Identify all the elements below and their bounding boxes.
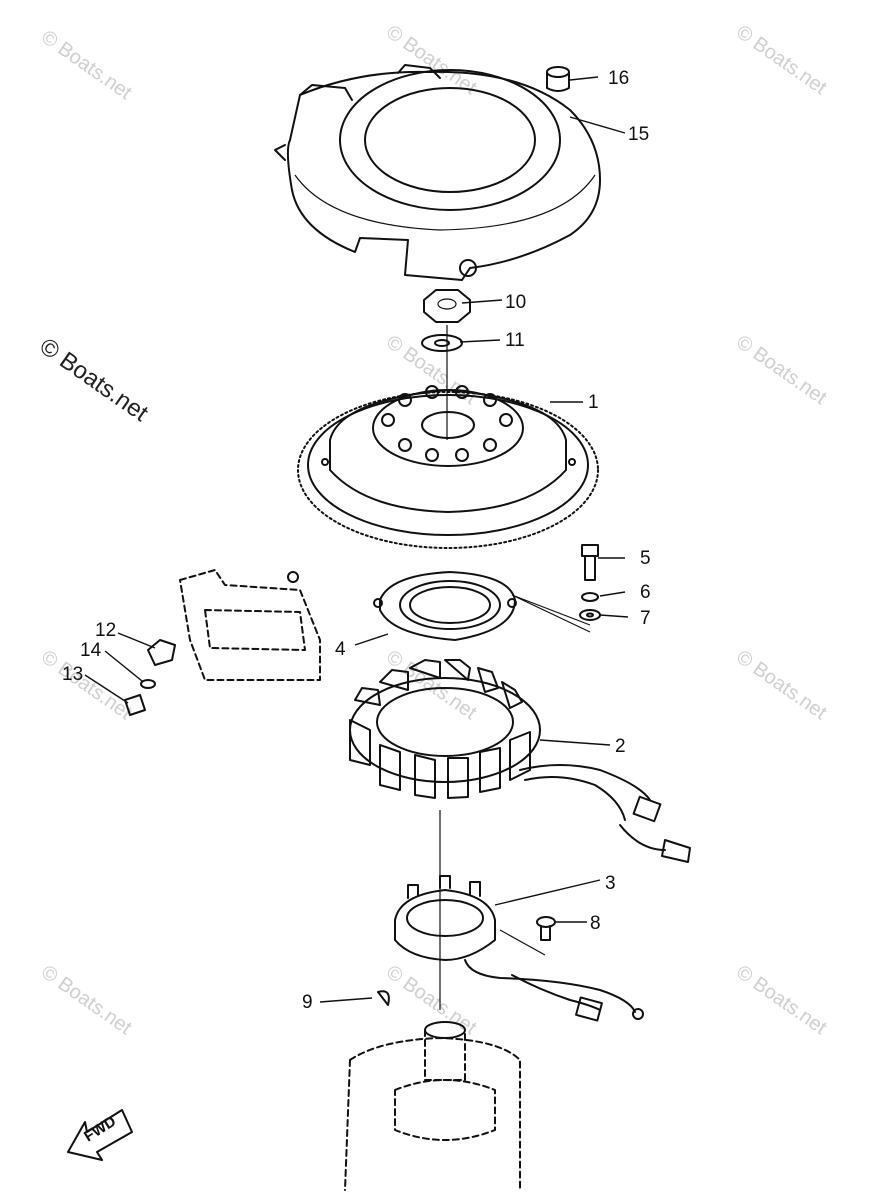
callout-8: 8 [590,913,601,934]
callout-12: 12 [95,620,116,641]
watermark: © Boats.net [37,26,136,104]
lock-washer-drawing [581,592,599,602]
callout-15: 15 [628,124,649,145]
callout-13: 13 [62,664,83,685]
fwd-arrow-icon: FWD [67,1109,133,1161]
callout-labels: 16 15 10 11 1 5 6 7 4 2 3 8 9 12 14 13 [62,68,651,1013]
screw-drawing [536,916,556,941]
flywheel-nut-drawing [423,289,471,323]
callout-6: 6 [640,582,651,603]
leader-lines [84,76,629,1003]
watermark: © Boats.net [382,21,481,99]
flywheel-drawing [297,385,599,549]
callout-2: 2 [615,736,626,757]
watermark: © Boats.net [732,961,831,1039]
washer-small-drawing [579,609,601,621]
watermark: © Boats.net [732,331,831,409]
washer-drawing [421,334,463,352]
callout-11: 11 [505,330,525,351]
watermark-layer: © Boats.net © Boats.net © Boats.net © Bo… [35,21,831,1039]
woodruff-key-drawing [377,990,390,1006]
spring-washer-drawing [140,679,156,689]
watermark: © Boats.net [382,961,481,1039]
callout-16: 16 [608,68,629,89]
callout-1: 1 [588,392,599,413]
bracket-bolt-drawing [124,694,146,716]
callout-14: 14 [80,640,102,661]
pulser-coil-drawing [394,875,644,1022]
watermark: © Boats.net [37,961,136,1039]
callout-3: 3 [605,873,616,894]
callout-7: 7 [640,608,651,629]
callout-9: 9 [302,992,313,1013]
callout-5: 5 [640,548,651,569]
stator-drawing [349,659,691,863]
callout-4: 4 [335,639,346,660]
flywheel-cover-drawing [274,64,601,281]
bolt-drawing [581,544,599,581]
callout-10: 10 [505,292,526,313]
grommet-drawing [546,66,570,92]
watermark: © Boats.net [732,646,831,724]
powerhead-drawing [344,1021,521,1191]
bracket-drawing [147,639,176,666]
watermark-prominent: © Boats.net [35,333,154,427]
engine-block-drawing [179,569,321,681]
watermark: © Boats.net [732,21,831,99]
pulser-plate-drawing [373,571,517,641]
fwd-label: FWD [81,1113,119,1146]
